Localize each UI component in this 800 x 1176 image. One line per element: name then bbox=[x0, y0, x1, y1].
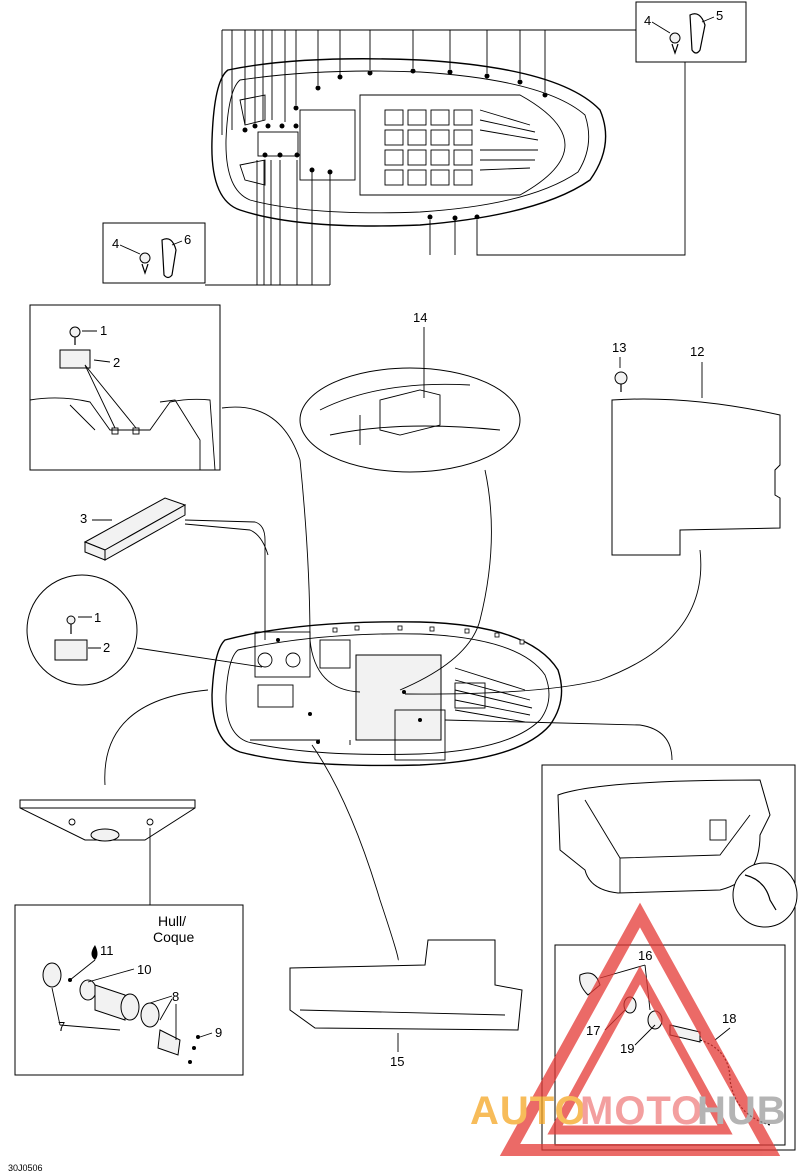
callout-7: 7 bbox=[58, 1019, 65, 1034]
callout-13: 13 bbox=[612, 340, 626, 355]
watermark-triangle-outer bbox=[499, 902, 781, 1156]
cover-panel-12: 13 12 bbox=[611, 340, 781, 556]
foam-pad-3: 3 bbox=[80, 497, 187, 561]
callout-2b: 2 bbox=[103, 640, 110, 655]
middle-leaders bbox=[104, 406, 702, 961]
watermark-text-hub: HUB bbox=[697, 1089, 787, 1133]
panel-seat-pads-upper: 1 2 bbox=[29, 304, 221, 471]
callout-1b: 1 bbox=[94, 610, 101, 625]
callout-8: 8 bbox=[172, 989, 179, 1004]
callout-4a: 4 bbox=[644, 13, 651, 28]
callout-3: 3 bbox=[80, 511, 87, 526]
callout-17: 17 bbox=[586, 1023, 600, 1038]
callout-11: 11 bbox=[100, 943, 114, 958]
top-hull-view bbox=[205, 29, 686, 286]
drain-plug-box: Hull/ Coque 11 10 8 7 9 bbox=[14, 904, 244, 1076]
callout-18: 18 bbox=[722, 1011, 736, 1026]
callout-12: 12 bbox=[690, 344, 704, 359]
callout-1a: 1 bbox=[100, 323, 107, 338]
callout-19: 19 bbox=[620, 1041, 634, 1056]
watermark-text-moto: MOTO bbox=[580, 1089, 703, 1133]
callout-9: 9 bbox=[215, 1025, 222, 1040]
callout-5: 5 bbox=[716, 8, 723, 23]
automotohub-watermark: AUTO MOTO HUB bbox=[470, 902, 787, 1156]
callout-2a: 2 bbox=[113, 355, 120, 370]
callout-10: 10 bbox=[137, 962, 151, 977]
storage-compartment-14: 14 bbox=[299, 310, 521, 473]
deck-grid bbox=[384, 109, 539, 186]
watermark-text-auto: AUTO bbox=[470, 1089, 587, 1133]
fastener-dots-top bbox=[242, 68, 548, 221]
callout-15: 15 bbox=[390, 1054, 404, 1069]
clip-tie-box-top: 4 5 bbox=[635, 1, 747, 63]
hull-label-line1: Hull/ bbox=[158, 913, 186, 929]
clip-tie-box-left: 4 6 bbox=[102, 222, 206, 284]
main-hull-view bbox=[211, 621, 563, 767]
seat-pad-circle: 1 2 bbox=[26, 574, 138, 686]
callout-4b: 4 bbox=[112, 236, 119, 251]
callout-16: 16 bbox=[638, 948, 652, 963]
watermark-triangle-inner bbox=[547, 965, 733, 1135]
callout-14: 14 bbox=[413, 310, 427, 325]
hull-label-line2: Coque bbox=[153, 929, 194, 945]
hull-bottom-section bbox=[19, 799, 196, 905]
callout-6: 6 bbox=[184, 232, 191, 247]
cover-panel-15: 15 bbox=[289, 939, 523, 1069]
figure-code: 30J0506 bbox=[8, 1163, 43, 1173]
